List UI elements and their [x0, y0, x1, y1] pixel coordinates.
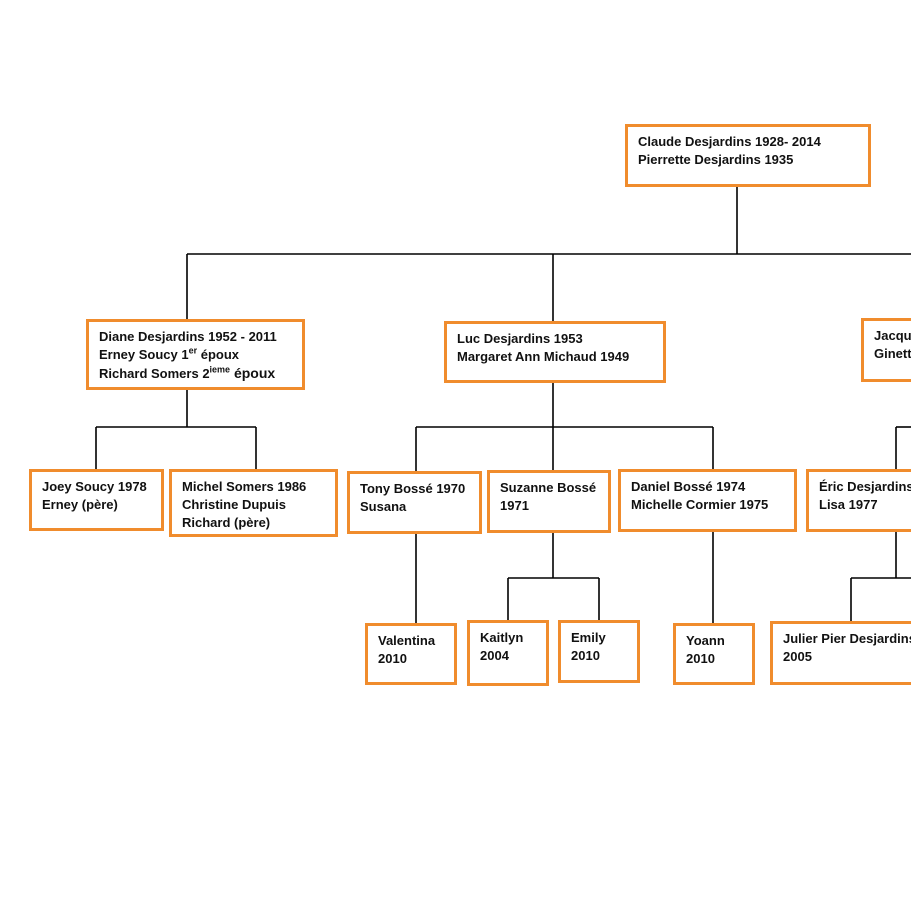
node-line: Pierrette Desjardins 1935: [638, 152, 794, 167]
node-michel: Michel Somers 1986 Christine Dupuis Rich…: [169, 469, 338, 537]
node-jacques: Jacque Ginett: [861, 318, 911, 382]
node-line: Lisa 1977: [819, 497, 878, 512]
node-suzanne: Suzanne Bossé 1971: [487, 470, 611, 533]
node-valentina: Valentina 2010: [365, 623, 457, 685]
node-line: Richard (père): [182, 515, 271, 530]
node-line: Erney (père): [42, 497, 118, 512]
node-yoann: Yoann 2010: [673, 623, 755, 685]
node-daniel: Daniel Bossé 1974 Michelle Cormier 1975: [618, 469, 797, 532]
node-superscript: er: [188, 345, 198, 356]
node-line: Kaitlyn: [480, 630, 524, 645]
node-text: époux: [197, 347, 240, 362]
node-line: Erney Soucy 1er époux: [99, 346, 292, 364]
node-line: 1971: [500, 498, 529, 513]
node-line: Claude Desjardins 1928- 2014: [638, 134, 821, 149]
node-line: Julier Pier Desjardins: [783, 631, 911, 646]
node-diane: Diane Desjardins 1952 - 2011 Erney Soucy…: [86, 319, 305, 390]
node-kaitlyn: Kaitlyn 2004: [467, 620, 549, 686]
node-joey: Joey Soucy 1978 Erney (père): [29, 469, 164, 531]
node-line: Valentina: [378, 633, 436, 648]
node-line: 2010: [686, 651, 715, 666]
node-line: Suzanne Bossé: [500, 480, 597, 495]
node-claude-pierrette: Claude Desjardins 1928- 2014 Pierrette D…: [625, 124, 871, 187]
node-line: Ginett: [874, 346, 911, 361]
node-line: Christine Dupuis: [182, 497, 287, 512]
node-text: Erney Soucy 1: [99, 347, 189, 362]
node-line: Susana: [360, 499, 407, 514]
node-line: Tony Bossé 1970: [360, 481, 466, 496]
node-line: Joey Soucy 1978: [42, 479, 147, 494]
node-line: 2010: [378, 651, 407, 666]
node-line: Daniel Bossé 1974: [631, 479, 746, 494]
node-line: Michelle Cormier 1975: [631, 497, 769, 512]
node-line: 2005: [783, 649, 812, 664]
node-julier: Julier Pier Desjardins 2005: [770, 621, 911, 685]
node-emily: Emily 2010: [558, 620, 640, 683]
node-line: Yoann: [686, 633, 725, 648]
node-line: Richard Somers 2ieme époux: [99, 364, 292, 383]
node-line: Emily: [571, 630, 606, 645]
node-line: Éric Desjardins: [819, 479, 911, 494]
node-eric: Éric Desjardins Lisa 1977: [806, 469, 911, 532]
node-text: Richard Somers 2: [99, 366, 210, 381]
node-text: époux: [230, 365, 276, 381]
node-line: Michel Somers 1986: [182, 479, 307, 494]
node-line: 2010: [571, 648, 600, 663]
node-tony: Tony Bossé 1970 Susana: [347, 471, 482, 534]
node-line: 2004: [480, 648, 509, 663]
node-line: Luc Desjardins 1953: [457, 331, 583, 346]
node-line: Margaret Ann Michaud 1949: [457, 349, 630, 364]
node-luc: Luc Desjardins 1953 Margaret Ann Michaud…: [444, 321, 666, 383]
node-line: Jacque: [874, 328, 911, 343]
node-superscript: ieme: [209, 364, 231, 375]
node-line: Diane Desjardins 1952 - 2011: [99, 329, 277, 344]
